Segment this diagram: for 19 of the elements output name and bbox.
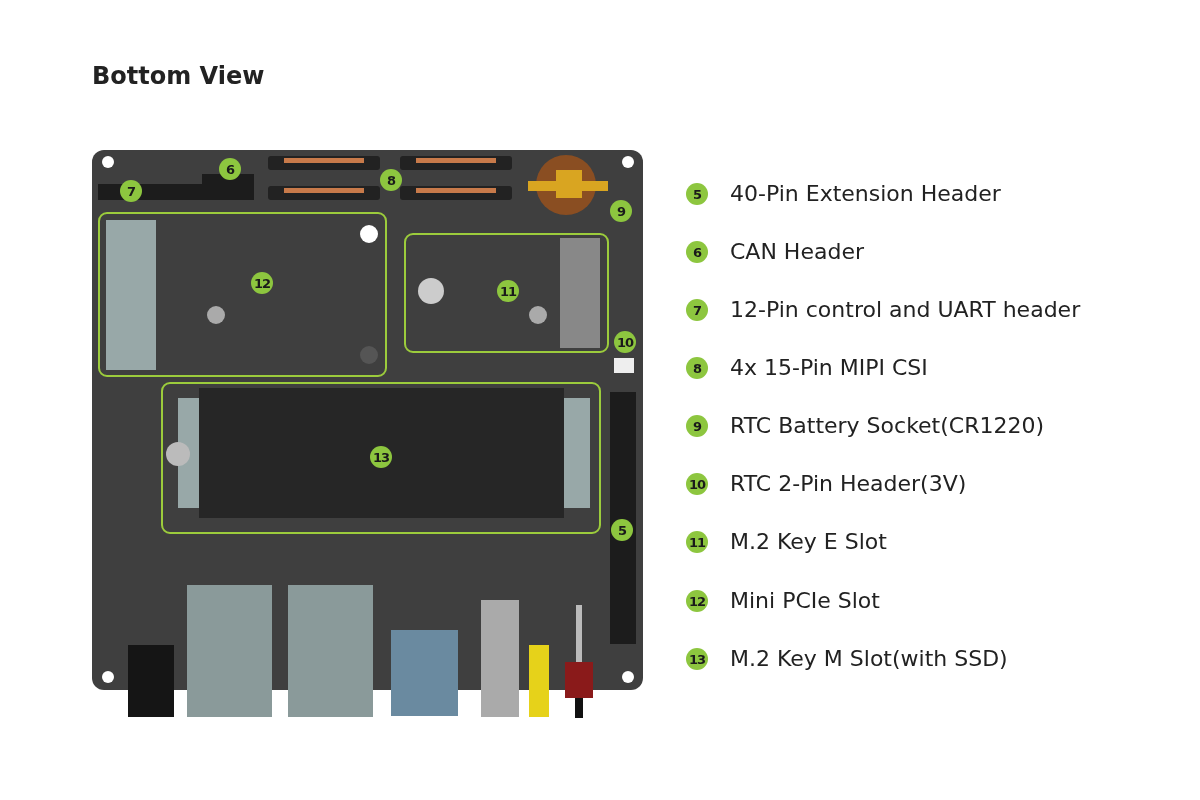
part-description: CAN Header	[730, 238, 864, 266]
callout-number: 11	[686, 531, 708, 553]
part-description: 4x 15-Pin MIPI CSI	[730, 354, 928, 382]
heading: Bottom View	[92, 62, 265, 90]
callout-number: 9	[686, 415, 708, 437]
callout-number: 8	[686, 357, 708, 379]
callout-number: 12	[686, 590, 708, 612]
callout-number: 6	[686, 241, 708, 263]
callout-number: 7	[686, 299, 708, 321]
callout-number: 13	[686, 648, 708, 670]
part-description: 40-Pin Extension Header	[730, 180, 1001, 208]
part-description: Mini PCIe Slot	[730, 587, 880, 615]
part-description: M.2 Key E Slot	[730, 528, 887, 556]
callout-number: 10	[686, 473, 708, 495]
part-description: RTC 2-Pin Header(3V)	[730, 470, 967, 498]
part-description: RTC Battery Socket(CR1220)	[730, 412, 1045, 440]
part-description: M.2 Key M Slot(with SSD)	[730, 645, 1008, 673]
callout-number: 5	[686, 183, 708, 205]
part-description: 12-Pin control and UART header	[730, 296, 1081, 324]
